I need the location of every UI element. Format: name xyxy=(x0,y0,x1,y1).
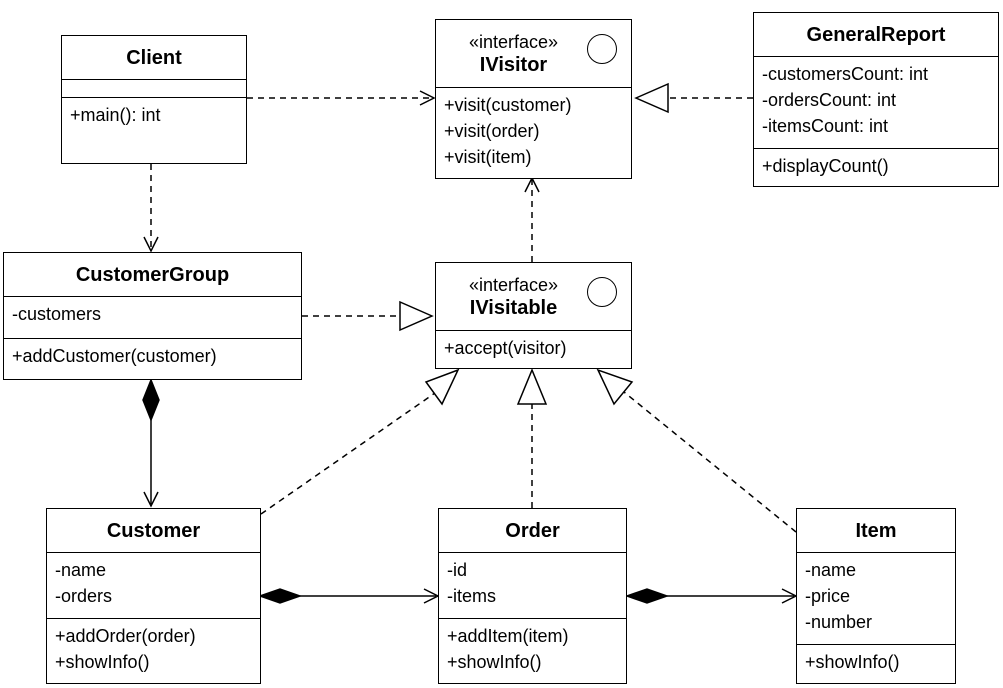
edge-customer-ivisitable xyxy=(260,368,460,515)
method: +showInfo() xyxy=(447,652,542,672)
attributes-section: -name -orders xyxy=(47,553,260,619)
method: +visit(item) xyxy=(444,147,532,167)
class-name: Client xyxy=(126,46,182,69)
methods-section: +addOrder(order) +showInfo() xyxy=(47,619,260,679)
class-header: Client xyxy=(62,36,246,80)
edge-order-item xyxy=(624,588,798,604)
stereotype: «interface» xyxy=(468,31,559,52)
interface-circle-icon xyxy=(587,34,617,64)
method: +addOrder(order) xyxy=(55,626,196,646)
attribute: -name xyxy=(55,560,107,580)
class-header: Item xyxy=(797,509,955,553)
attribute: -price xyxy=(805,586,851,606)
class-customer: Customer -name -orders +addOrder(order) … xyxy=(46,508,261,684)
class-name: IVisitor xyxy=(479,53,548,76)
method: +showInfo() xyxy=(55,652,150,672)
method: +accept(visitor) xyxy=(444,338,567,358)
edge-client-ivisitor xyxy=(247,90,436,106)
edge-client-customergroup xyxy=(143,164,159,253)
class-name: GeneralReport xyxy=(806,23,946,46)
class-name: IVisitable xyxy=(469,296,558,319)
class-header: «interface» IVisitor xyxy=(436,20,631,88)
class-header: Order xyxy=(439,509,626,553)
stereotype: «interface» xyxy=(468,274,559,295)
class-header: CustomerGroup xyxy=(4,253,301,297)
methods-section: +visit(customer) +visit(order) +visit(it… xyxy=(436,88,631,174)
attribute: -items xyxy=(447,586,496,606)
class-generalreport: GeneralReport -customersCount: int -orde… xyxy=(753,12,999,187)
attribute: -customersCount: int xyxy=(762,64,929,84)
method: +visit(customer) xyxy=(444,95,572,115)
method: +main(): int xyxy=(70,105,161,125)
attribute: -itemsCount: int xyxy=(762,116,889,136)
method: +visit(order) xyxy=(444,121,540,141)
methods-section: +addItem(item) +showInfo() xyxy=(439,619,626,679)
method: +showInfo() xyxy=(805,652,900,672)
methods-section: +displayCount() xyxy=(754,149,998,183)
class-name: Order xyxy=(505,519,560,542)
attributes-section: -customersCount: int -ordersCount: int -… xyxy=(754,57,998,149)
attribute: -name xyxy=(805,560,857,580)
method: +displayCount() xyxy=(762,156,889,176)
methods-section: +accept(visitor) xyxy=(436,331,631,365)
attributes-section: -name -price -number xyxy=(797,553,955,645)
edge-customergroup-customer xyxy=(142,377,160,508)
attributes-section: -customers xyxy=(4,297,301,339)
edge-item-ivisitable xyxy=(596,368,797,533)
edge-order-ivisitable xyxy=(516,368,548,508)
edge-customergroup-ivisitable xyxy=(302,300,434,332)
class-header: «interface» IVisitable xyxy=(436,263,631,331)
attribute: -customers xyxy=(12,304,102,324)
method: +addItem(item) xyxy=(447,626,569,646)
attribute: -orders xyxy=(55,586,113,606)
methods-section: +main(): int xyxy=(62,98,246,132)
class-name: Customer xyxy=(106,519,201,542)
methods-section: +showInfo() xyxy=(797,645,955,679)
edge-generalreport-ivisitor xyxy=(634,82,753,114)
class-name: CustomerGroup xyxy=(75,263,230,286)
attributes-section: -id -items xyxy=(439,553,626,619)
class-order: Order -id -items +addItem(item) +showInf… xyxy=(438,508,627,684)
interface-ivisitor: «interface» IVisitor +visit(customer) +v… xyxy=(435,19,632,179)
edge-ivisitable-ivisitor xyxy=(524,176,540,262)
edge-customer-order xyxy=(257,588,440,604)
class-header: Customer xyxy=(47,509,260,553)
methods-section: +addCustomer(customer) xyxy=(4,339,301,373)
class-item: Item -name -price -number +showInfo() xyxy=(796,508,956,684)
class-name: Item xyxy=(855,519,897,542)
interface-ivisitable: «interface» IVisitable +accept(visitor) xyxy=(435,262,632,369)
class-client: Client +main(): int xyxy=(61,35,247,164)
attribute: -ordersCount: int xyxy=(762,90,897,110)
method: +addCustomer(customer) xyxy=(12,346,217,366)
class-header: GeneralReport xyxy=(754,13,998,57)
attributes-section xyxy=(62,80,246,98)
class-customergroup: CustomerGroup -customers +addCustomer(cu… xyxy=(3,252,302,380)
interface-circle-icon xyxy=(587,277,617,307)
attribute: -id xyxy=(447,560,468,580)
attribute: -number xyxy=(805,612,873,632)
